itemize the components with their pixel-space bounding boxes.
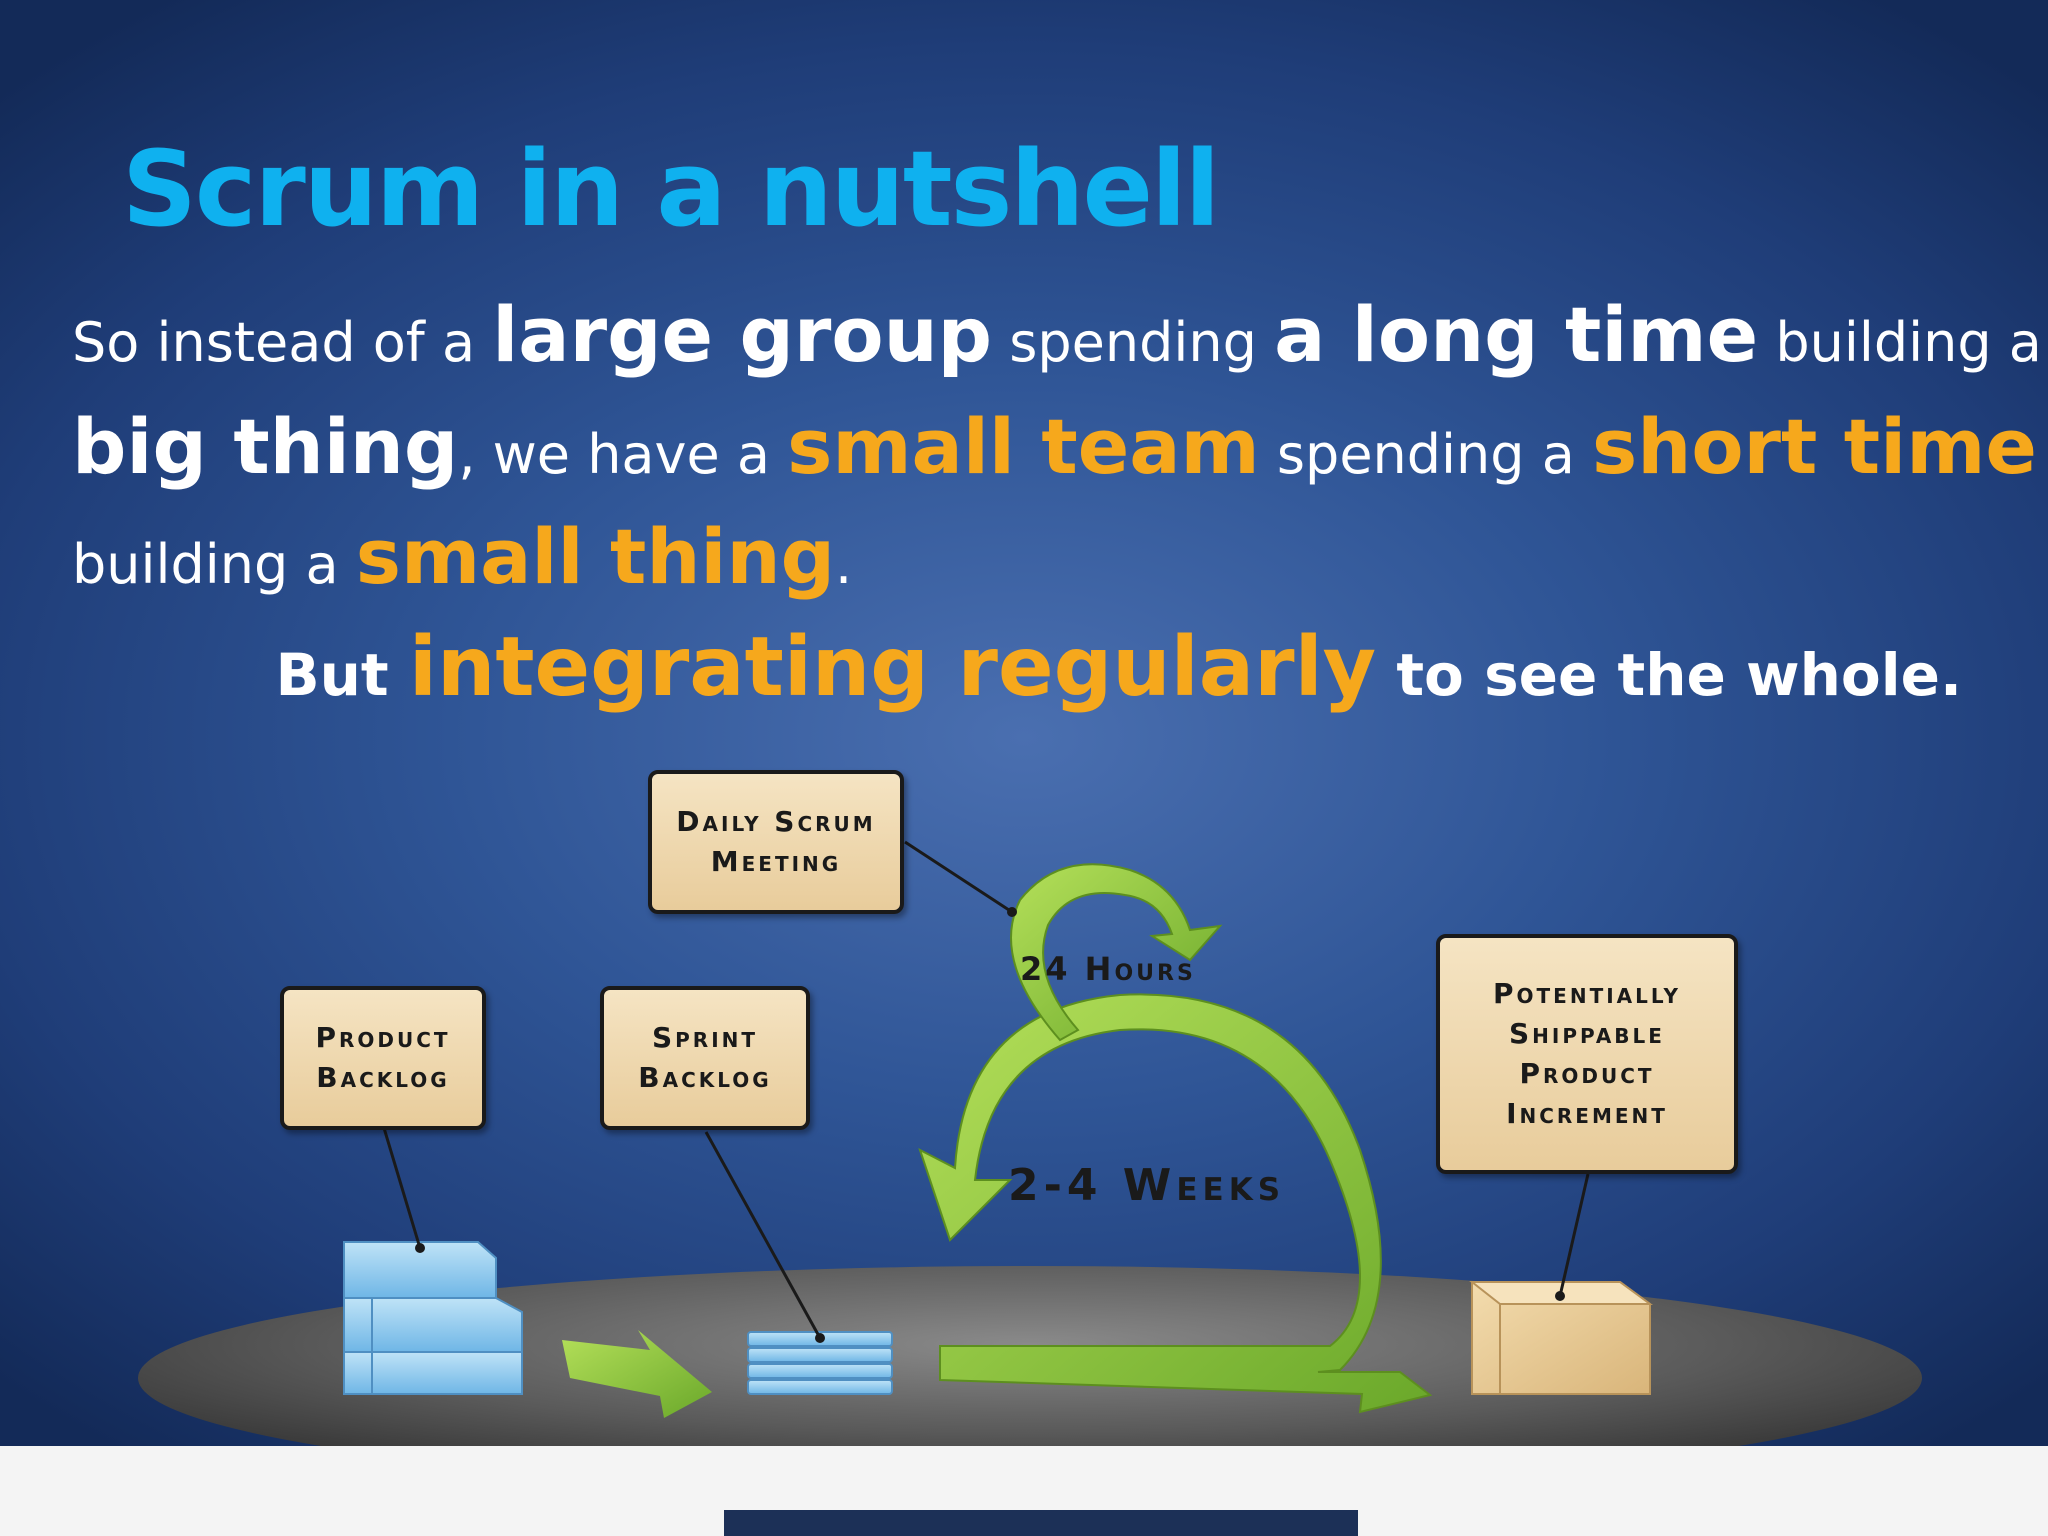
text-run: to see the whole. xyxy=(1376,641,1962,709)
text-run: . xyxy=(835,533,853,596)
text-run: building a xyxy=(1758,311,2042,374)
shippable-box-icon xyxy=(1469,1281,1654,1395)
bottom-bar xyxy=(724,1510,1358,1536)
paragraph-line-4: But integrating regularly to see the who… xyxy=(275,620,1962,715)
weeks-label: 2-4 Weeks xyxy=(1008,1160,1286,1211)
emphasis-big-thing: big thing xyxy=(72,402,459,491)
paragraph-line-2: big thing, we have a small team spending… xyxy=(72,402,2037,491)
emphasis-long-time: a long time xyxy=(1274,290,1759,379)
slide-title: Scrum in a nutshell xyxy=(122,128,1220,250)
text-run: building a xyxy=(72,533,356,596)
paragraph-line-3: building a small thing. xyxy=(72,512,852,601)
label-sprint-backlog: Sprint Backlog xyxy=(600,986,810,1130)
emphasis-large-group: large group xyxy=(492,290,993,379)
product-backlog-label-text: Product Backlog xyxy=(315,1021,451,1094)
highlight-integrating-regularly: integrating regularly xyxy=(408,620,1377,715)
arrow-right-icon xyxy=(562,1330,712,1418)
sprint-cycle-arrow-icon xyxy=(918,993,1433,1414)
highlight-small-thing: small thing xyxy=(355,512,835,601)
sprint-backlog-label-text: Sprint Backlog xyxy=(638,1021,772,1094)
paragraph-line-1: So instead of a large group spending a l… xyxy=(72,290,2042,379)
label-shippable-increment: Potentially Shippable Product Increment xyxy=(1436,934,1738,1174)
text-run: , we have a xyxy=(458,423,788,486)
label-daily-scrum-meeting: Daily Scrum Meeting xyxy=(648,770,904,914)
text-run: spending a xyxy=(1259,423,1592,486)
increment-label-text: Potentially Shippable Product Increment xyxy=(1493,977,1681,1130)
daily-scrum-label-text: Daily Scrum Meeting xyxy=(676,805,876,878)
hours-label: 24 Hours xyxy=(1020,950,1196,988)
text-run: So instead of a xyxy=(72,311,493,374)
product-backlog-stack-icon xyxy=(343,1241,523,1395)
label-product-backlog: Product Backlog xyxy=(280,986,486,1130)
highlight-short-time: short time xyxy=(1591,402,2037,491)
text-run: But xyxy=(275,641,409,709)
daily-cycle-arrow-icon xyxy=(1010,863,1223,1042)
callout-lines xyxy=(382,840,1590,1339)
text-run: spending xyxy=(992,311,1275,374)
highlight-small-team: small team xyxy=(787,402,1260,491)
